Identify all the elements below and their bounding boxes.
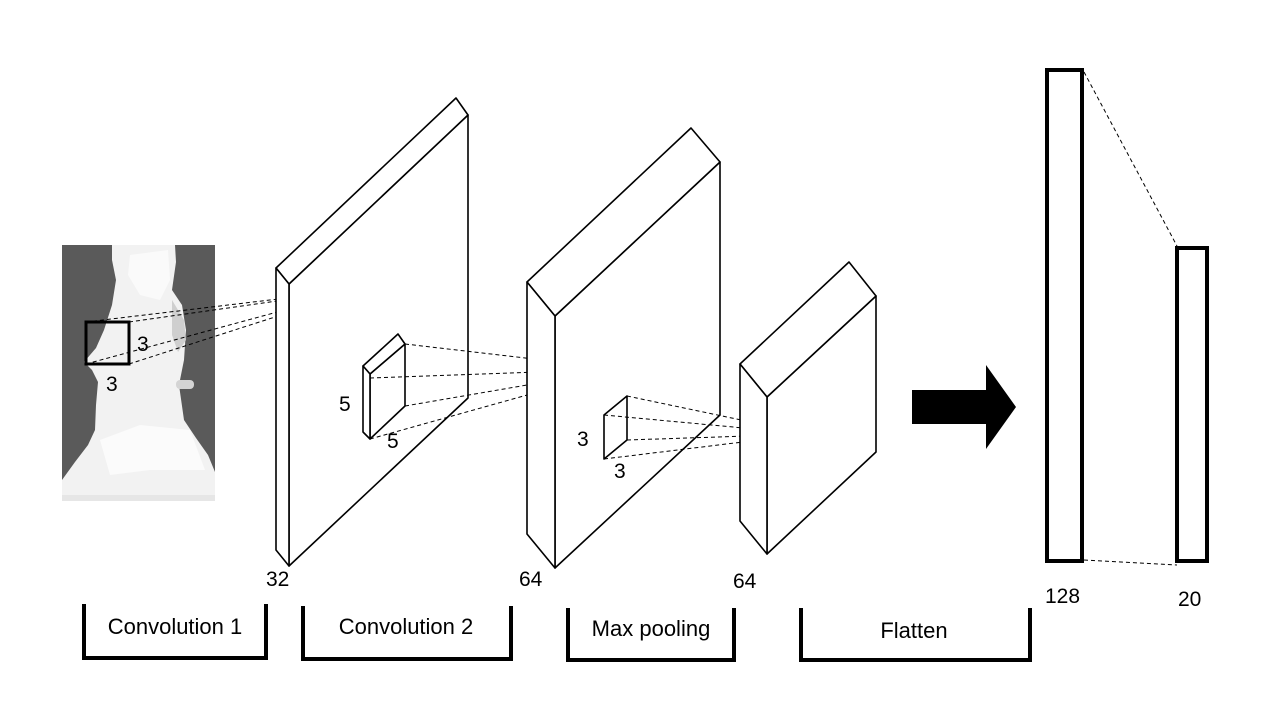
stage-label-flatten: Flatten [880,618,947,643]
stage-bracket-conv2 [301,606,513,661]
input-image [62,245,215,501]
stage-bracket-pool [566,608,736,662]
conv2-kernel-height-label: 3 [577,428,589,451]
conv1-kernel-cube [362,333,406,440]
input-kernel-width-label: 3 [137,333,149,356]
pool-feature-block [739,261,877,555]
conv1-feature-block [275,97,469,567]
conv1-kernel-width-label: 5 [387,430,399,453]
stage-label-conv1: Convolution 1 [108,614,243,639]
stage-label-conv2: Convolution 2 [339,614,474,639]
stage-bracket-conv1 [82,604,268,660]
conv2-kernel-width-label: 3 [614,460,626,483]
stage-label-pool: Max pooling [592,616,711,641]
pool-channel-count: 64 [733,570,757,593]
conv2-feature-block [526,127,721,569]
projection-lines-dense [1083,71,1178,566]
dense-20-count: 20 [1178,588,1201,611]
projection-lines-conv1-to-conv2 [369,343,621,440]
dense-128-count: 128 [1045,585,1080,608]
stage-bracket-flatten [799,608,1032,662]
input-kernel-box [84,320,131,366]
flatten-arrow-icon [912,365,1016,449]
input-kernel-height-label: 3 [106,373,118,396]
dense-layer-128 [1045,68,1084,563]
dense-layer-20 [1175,246,1209,563]
conv1-kernel-height-label: 5 [339,393,351,416]
conv1-channel-count: 32 [266,568,289,591]
conv2-channel-count: 64 [519,568,543,591]
